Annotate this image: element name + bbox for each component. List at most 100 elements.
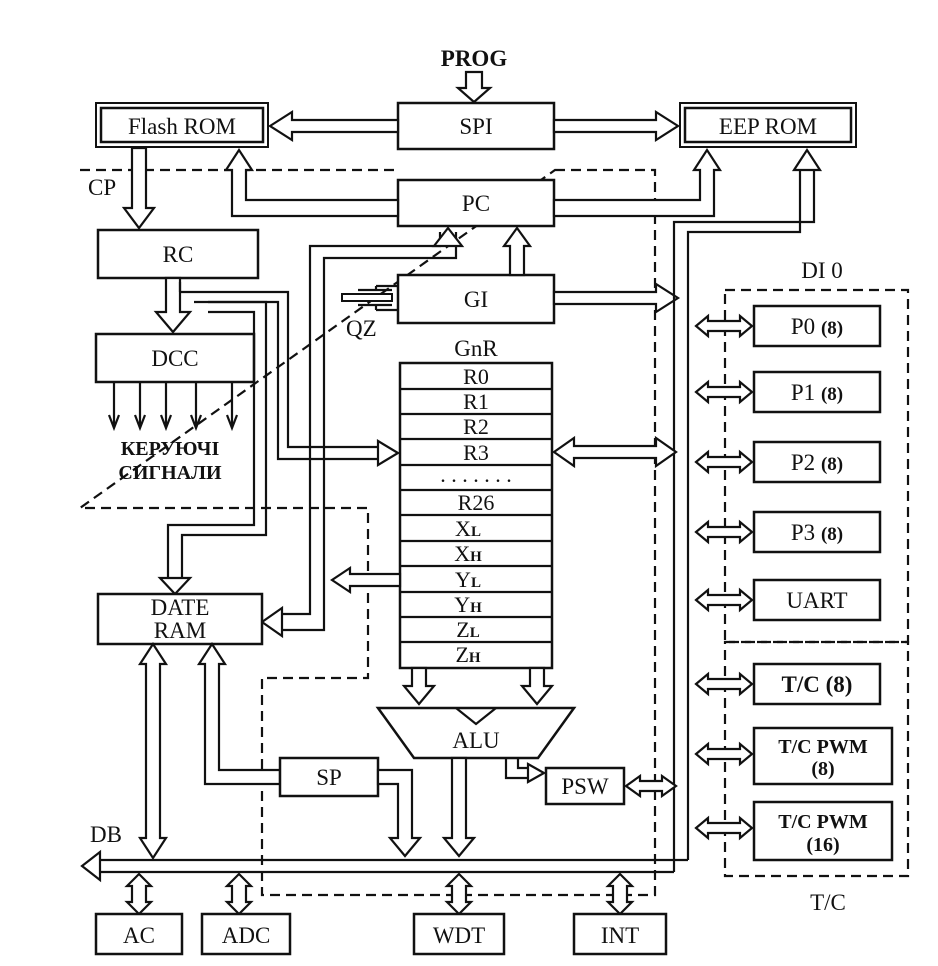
- sp-block: SP: [278, 756, 380, 798]
- adc-label: ADC: [222, 923, 271, 948]
- date-ram-block: DATE RAM: [96, 592, 264, 646]
- tc-pwm8-label-2: (8): [811, 758, 834, 780]
- uart-connector: [694, 587, 754, 613]
- port-p0-connector: [694, 313, 754, 339]
- port-p2-connector: [694, 449, 754, 475]
- pc-eep-bus: [552, 147, 723, 218]
- control-signals-label-2: СИГНАЛИ: [118, 462, 222, 484]
- gnr-alu-arrow-left: [401, 666, 437, 706]
- tc8-block: T/C (8): [752, 662, 882, 706]
- ram-sp-bus: [196, 641, 282, 786]
- gi-pc-arrow: [501, 226, 533, 277]
- uart-label: UART: [786, 588, 847, 613]
- date-ram-label-1: DATE: [151, 595, 210, 620]
- flash-rc-arrow: [121, 146, 157, 230]
- eep-rom-label: EEP ROM: [719, 114, 817, 139]
- flash-rom-label: Flash ROM: [128, 114, 236, 139]
- quartz-crystal-icon: [341, 284, 398, 312]
- alu-psw-arrowhead: [526, 762, 547, 784]
- uart-block: UART: [752, 578, 882, 622]
- register-yl: YL: [455, 567, 481, 592]
- port-p1-connector: [694, 379, 754, 405]
- cp-label: CP: [88, 175, 116, 200]
- register-zl: ZL: [456, 617, 479, 642]
- control-signals-label-1: КЕРУЮЧІ: [121, 438, 220, 460]
- eep-rom-block: EEP ROM: [679, 102, 857, 148]
- tc8-label: T/C (8): [782, 672, 853, 697]
- ram-db-bus: [137, 641, 169, 861]
- register-zh: ZH: [455, 642, 480, 667]
- port-p1-label: P1 (8): [791, 380, 843, 405]
- control-signal-arrows: [107, 382, 239, 432]
- port-p1-block: P1 (8): [752, 370, 882, 414]
- register-r2: R2: [463, 414, 489, 439]
- ac-bus-arrow: [124, 872, 154, 916]
- ac-block: AC: [94, 912, 184, 956]
- db-arrowhead: [80, 849, 102, 883]
- pc-label: PC: [462, 191, 490, 216]
- alu-label: ALU: [452, 728, 500, 753]
- gnr-label: GnR: [454, 336, 498, 361]
- rc-label: RC: [163, 242, 194, 267]
- port-p3-connector: [694, 519, 754, 545]
- dio-group-outline: [723, 288, 910, 644]
- register-r0: R0: [463, 364, 489, 389]
- rc-ram-bus: [166, 300, 268, 578]
- pc-block: PC: [396, 178, 556, 228]
- pc-arrowhead: [431, 226, 465, 248]
- port-p2-label: P2 (8): [791, 450, 843, 475]
- tc-pwm8-block: T/C PWM (8): [752, 726, 894, 786]
- spi-eep-bus: [552, 109, 681, 143]
- tc-pwm16-connector: [694, 815, 754, 841]
- dcc-block: DCC: [94, 332, 256, 384]
- spi-flash-bus: [267, 109, 400, 143]
- int-block: INT: [572, 912, 668, 956]
- port-p3-label: P3 (8): [791, 520, 843, 545]
- psw-bus-arrow: [624, 773, 678, 799]
- register-xh: XH: [454, 541, 482, 566]
- flash-rom-block: Flash ROM: [95, 102, 269, 148]
- port-p3-block: P3 (8): [752, 510, 882, 554]
- gi-block: GI: [396, 273, 556, 325]
- db-bus: [100, 858, 688, 874]
- gnr-alu-arrow-right: [519, 666, 555, 706]
- register-r1: R1: [463, 389, 489, 414]
- tc-pwm8-connector: [694, 741, 754, 767]
- yl-arrow: [330, 565, 402, 595]
- dcc-label: DCC: [151, 346, 198, 371]
- tc-pwm16-label-1: T/C PWM: [778, 811, 868, 833]
- alu-db-arrow: [441, 756, 477, 858]
- int-label: INT: [601, 923, 639, 948]
- rc-dcc-arrow: [153, 276, 193, 334]
- register-ellipsis: . . . . . . .: [440, 462, 512, 487]
- sp-db-arrow: [376, 768, 423, 858]
- main-data-bus: [672, 170, 816, 872]
- alu-psw-arrow: [504, 758, 528, 780]
- port-p0-label: P0 (8): [791, 314, 843, 339]
- prog-arrow: [455, 70, 493, 104]
- gnr-bus-arrow: [552, 435, 678, 469]
- spi-label: SPI: [459, 114, 492, 139]
- tc-group-label: T/C: [810, 890, 846, 915]
- register-xl: XL: [455, 516, 481, 541]
- bus-eep-arrowhead: [791, 147, 823, 172]
- register-r3: R3: [463, 440, 489, 465]
- gi-label: GI: [464, 287, 488, 312]
- alu-block: ALU: [375, 706, 577, 760]
- tc-pwm8-label-1: T/C PWM: [778, 736, 868, 758]
- port-p0-block: P0 (8): [752, 304, 882, 348]
- qz-label: QZ: [346, 316, 377, 341]
- psw-label: PSW: [561, 774, 609, 799]
- pc-flash-bus: [223, 147, 400, 218]
- rc-block: RC: [96, 228, 260, 280]
- rc-gnr-arrowhead: [376, 439, 401, 467]
- tc-pwm16-block: T/C PWM (16): [752, 800, 894, 862]
- wdt-block: WDT: [412, 912, 506, 956]
- adc-bus-arrow: [224, 872, 254, 916]
- register-yh: YH: [454, 592, 482, 617]
- db-label: DB: [90, 822, 122, 847]
- ram-arrowhead: [260, 605, 284, 639]
- adc-block: ADC: [200, 912, 292, 956]
- tc-pwm16-label-2: (16): [806, 834, 839, 856]
- register-file: R0 R1 R2 R3 . . . . . . . R26 XL XH YL Y…: [398, 361, 554, 670]
